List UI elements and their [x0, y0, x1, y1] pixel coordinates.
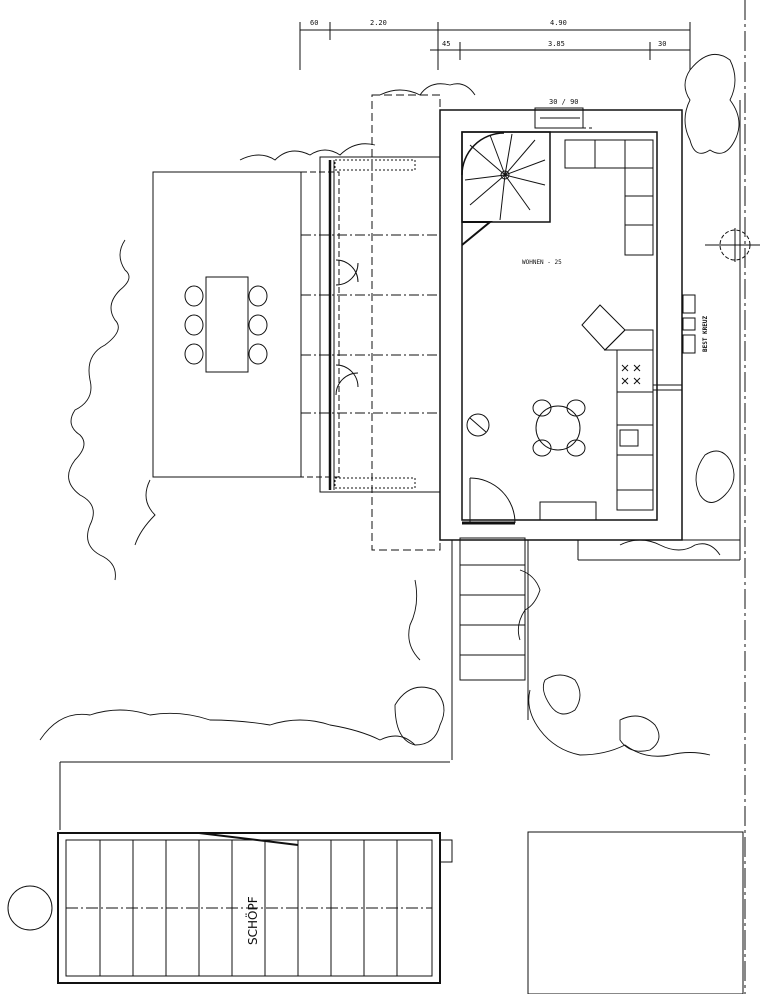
- terrace: [152, 171, 302, 478]
- dim-60: 60: [310, 19, 318, 27]
- cross-label: BEST KREUZ: [702, 315, 709, 352]
- shed: [7, 832, 453, 984]
- dimension-lines: [299, 22, 691, 70]
- room-label: WOHNEN - 25: [522, 259, 562, 266]
- kitchen-cabinets: [539, 139, 682, 521]
- round-table: [532, 399, 586, 457]
- stove: [466, 413, 490, 437]
- shed-label: SCHÖPF: [244, 896, 260, 945]
- dim-2-20: 2.20: [370, 19, 387, 27]
- side-boxes: [682, 294, 696, 354]
- dim-3-85: 3.85: [548, 40, 565, 48]
- labels: 60 2.20 4.90 45 3.85 30 30 / 90 WOHNEN -…: [244, 19, 709, 945]
- dim-45: 45: [442, 40, 450, 48]
- spiral-stair: [461, 131, 551, 246]
- entrance: [451, 477, 529, 760]
- dim-4-90: 4.90: [550, 19, 567, 27]
- window-label: 30 / 90: [549, 98, 579, 106]
- compass-symbol: [705, 228, 760, 262]
- vegetation: [39, 53, 740, 757]
- glazed-facade: [300, 156, 441, 493]
- dim-30: 30: [658, 40, 666, 48]
- house: [371, 94, 741, 561]
- neighbor-building: [527, 831, 744, 994]
